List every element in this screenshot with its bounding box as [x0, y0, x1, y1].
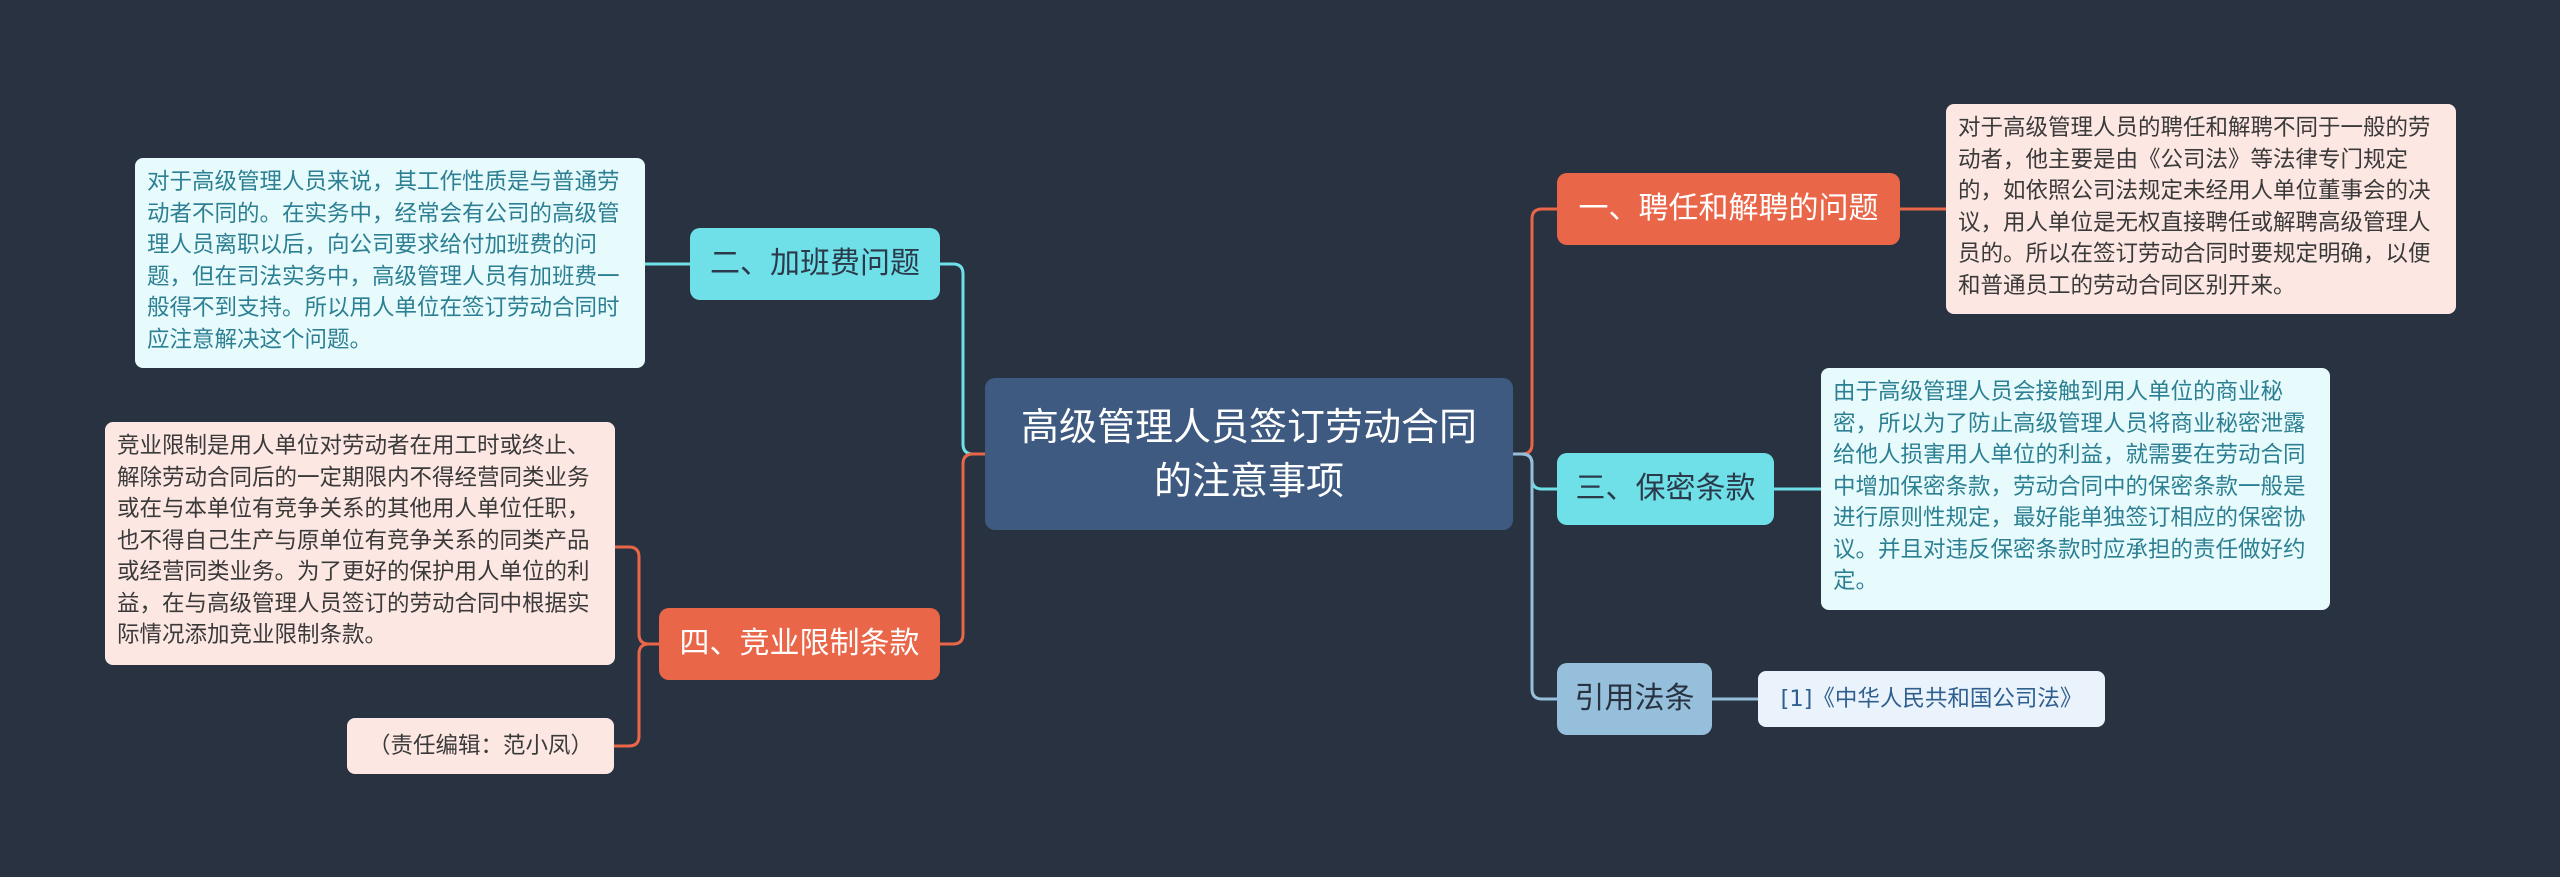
branch-1-label: 一、聘任和解聘的问题 [1578, 191, 1879, 226]
branch-2-overtime[interactable]: 二、加班费问题 [690, 228, 940, 300]
branch-2-detail-text: 对于高级管理人员来说，其工作性质是与普通劳动者不同的。在实务中，经常会有公司的高… [147, 169, 620, 353]
branch-3-detail-text: 由于高级管理人员会接触到用人单位的商业秘密，所以为了防止高级管理人员将商业秘密泄… [1833, 379, 2306, 594]
branch-3-confidentiality[interactable]: 三、保密条款 [1557, 453, 1774, 525]
cite-detail[interactable]: [1]《中华人民共和国公司法》 [1758, 671, 2105, 727]
branch-3-detail[interactable]: 由于高级管理人员会接触到用人单位的商业秘密，所以为了防止高级管理人员将商业秘密泄… [1821, 368, 2330, 610]
link-branch-4-to-editor [614, 642, 659, 748]
link-root-to-cite [1513, 452, 1557, 701]
branch-4-noncompete[interactable]: 四、竞业限制条款 [659, 608, 940, 680]
cite-detail-text: [1]《中华人民共和国公司法》 [1780, 686, 2083, 712]
branch-1-detail-text: 对于高级管理人员的聘任和解聘不同于一般的劳动者，他主要是由《公司法》等法律专门规… [1958, 115, 2431, 299]
link-branch-4-to-detail [615, 545, 659, 646]
root-topic[interactable]: 高级管理人员签订劳动合同的注意事项 [985, 378, 1513, 530]
link-root-to-branch-2 [940, 262, 985, 456]
editor-note[interactable]: （责任编辑：范小凤） [347, 718, 614, 774]
branch-2-detail[interactable]: 对于高级管理人员来说，其工作性质是与普通劳动者不同的。在实务中，经常会有公司的高… [135, 158, 645, 368]
branch-cite-laws[interactable]: 引用法条 [1557, 663, 1712, 735]
branch-1-appointment[interactable]: 一、聘任和解聘的问题 [1557, 173, 1900, 245]
link-root-to-branch-1 [1513, 207, 1557, 456]
link-root-to-branch-4 [940, 452, 985, 646]
branch-4-detail[interactable]: 竞业限制是用人单位对劳动者在用工时或终止、解除劳动合同后的一定期限内不得经营同类… [105, 422, 615, 665]
branch-4-label: 四、竞业限制条款 [679, 626, 920, 661]
branch-1-detail[interactable]: 对于高级管理人员的聘任和解聘不同于一般的劳动者，他主要是由《公司法》等法律专门规… [1946, 104, 2456, 314]
cite-label: 引用法条 [1574, 681, 1695, 716]
root-title: 高级管理人员签订劳动合同的注意事项 [1020, 405, 1477, 503]
branch-4-detail-text: 竞业限制是用人单位对劳动者在用工时或终止、解除劳动合同后的一定期限内不得经营同类… [117, 433, 590, 648]
link-root-to-branch-3 [1513, 452, 1557, 491]
editor-note-text: （责任编辑：范小凤） [367, 733, 593, 759]
branch-3-label: 三、保密条款 [1575, 471, 1756, 506]
branch-2-label: 二、加班费问题 [710, 246, 920, 281]
